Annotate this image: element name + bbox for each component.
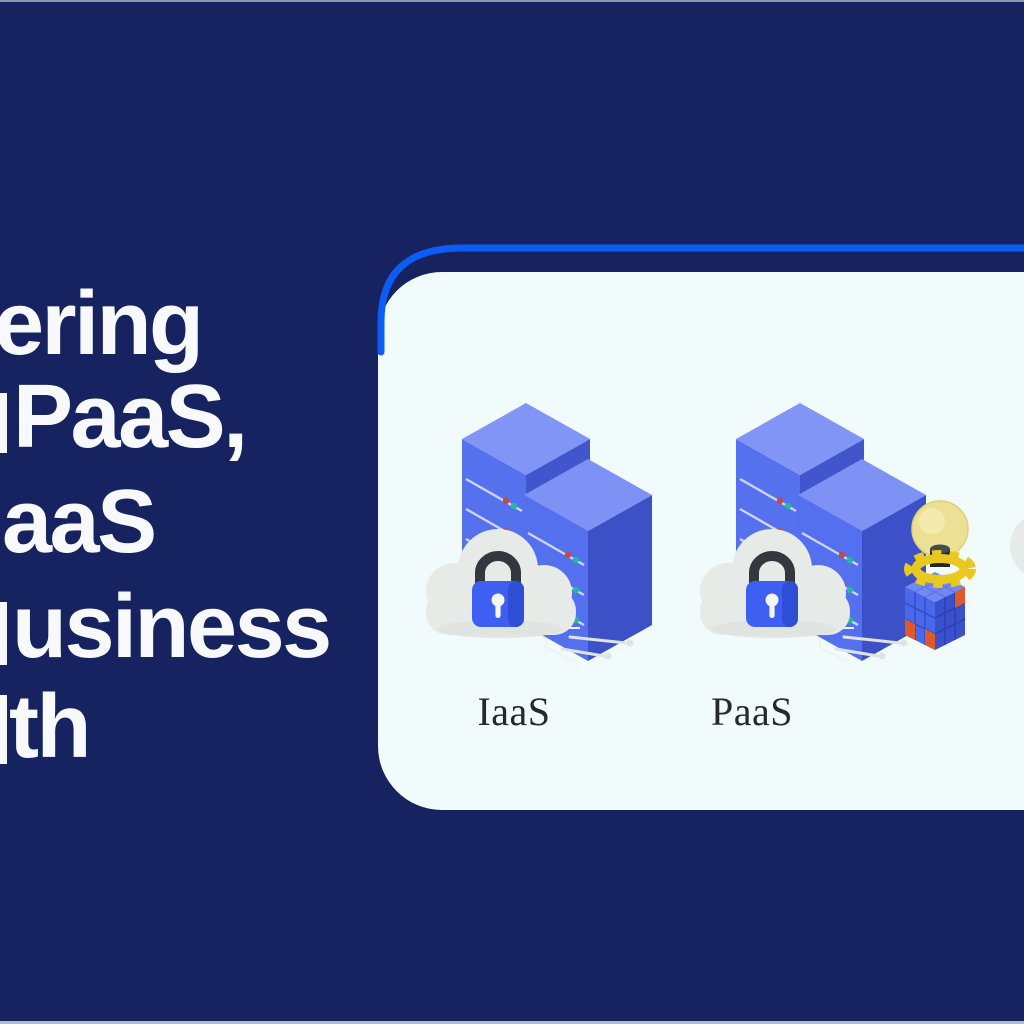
headline-line-3: aaS <box>2 472 157 572</box>
headline-line-1: ering <box>0 274 204 374</box>
iaas-label: IaaS <box>477 689 551 734</box>
paas-label: PaaS <box>711 689 793 734</box>
headline-line-5: th <box>9 677 91 777</box>
lightbulb-icon <box>911 500 969 558</box>
bottom-edge-strip <box>0 1021 1024 1024</box>
headline-line-4: usiness <box>12 577 332 677</box>
headline: ering PaaS, aaS usiness th <box>0 0 420 1024</box>
clipped-letter-fragment <box>0 602 7 665</box>
top-edge-strip <box>0 0 1024 2</box>
paas-illustration <box>694 393 976 673</box>
clipped-letter-fragment <box>0 695 7 764</box>
gear-icon <box>904 544 976 588</box>
clipped-letter-fragment <box>0 393 7 453</box>
headline-line-2: PaaS, <box>13 367 248 467</box>
